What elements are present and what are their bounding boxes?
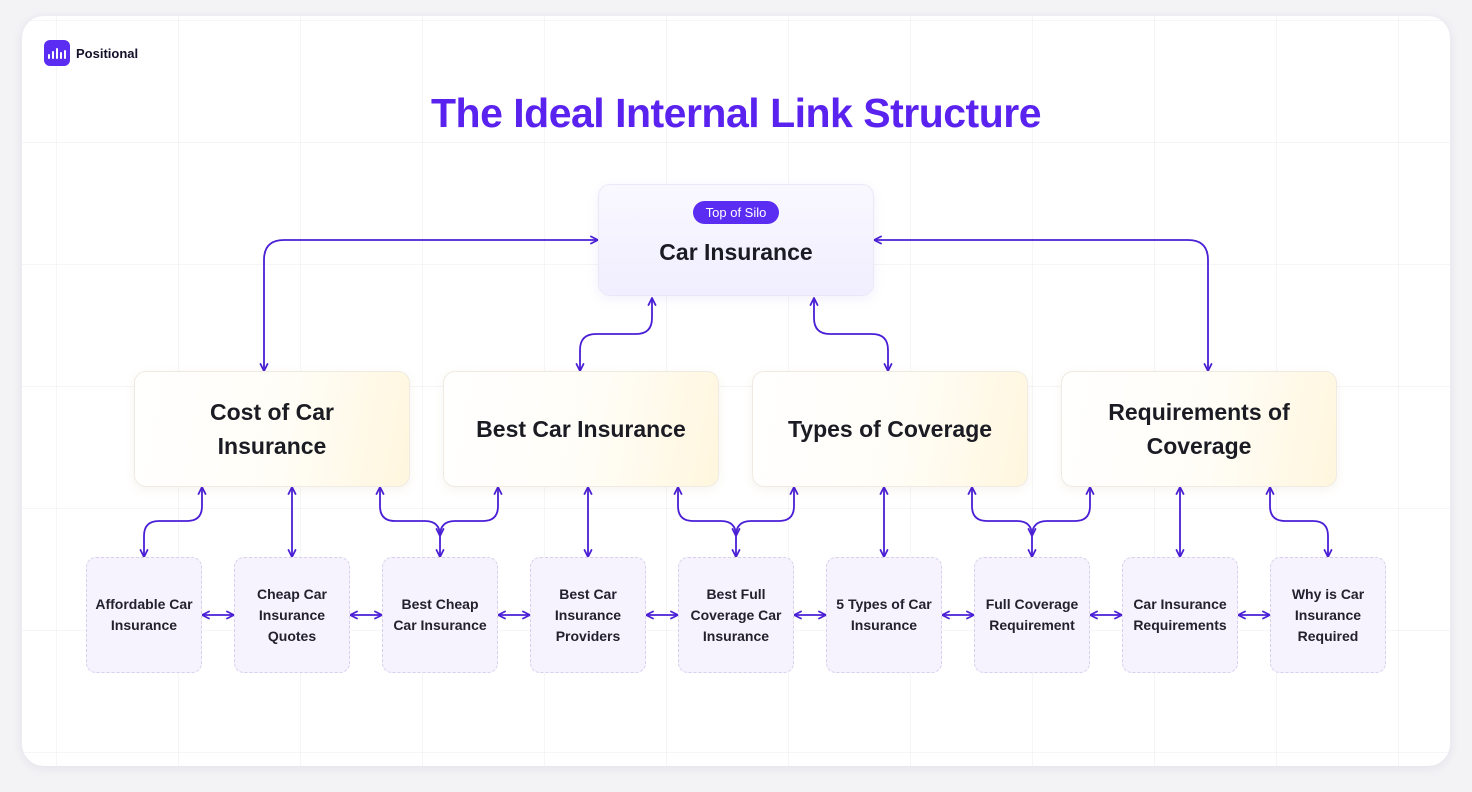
arrow-requirements-to-why <box>1265 486 1333 558</box>
category-node-types: Types of Coverage <box>752 371 1028 487</box>
page-node: Affordable Car Insurance <box>86 557 202 673</box>
brand: Positional <box>44 40 138 66</box>
page-node: 5 Types of Car Insurance <box>826 557 942 673</box>
arrow-best-to-full-coverage <box>673 486 741 558</box>
page-node: Full Coverage Requirement <box>974 557 1090 673</box>
arrow-best-to-best-cheap <box>435 486 503 537</box>
arrow-top-to-requirements <box>873 235 1213 372</box>
infographic-card: Positional The Ideal Internal Link Struc… <box>22 16 1450 766</box>
page-node: Best Full Coverage Car Insurance <box>678 557 794 673</box>
category-node-requirements: Requirements of Coverage <box>1061 371 1337 487</box>
page-node: Best Car Insurance Providers <box>530 557 646 673</box>
category-node-cost: Cost of Car Insurance <box>134 371 410 487</box>
page-node: Why is Car Insurance Required <box>1270 557 1386 673</box>
top-of-silo-badge: Top of Silo <box>692 201 780 224</box>
arrow-cost-to-best-cheap <box>375 486 445 558</box>
page-title: The Ideal Internal Link Structure <box>430 90 1042 136</box>
arrow-requirements-to-requirement <box>1027 486 1095 537</box>
arrow-top-to-cost <box>259 235 599 372</box>
category-node-best: Best Car Insurance <box>443 371 719 487</box>
arrow-top-to-types <box>809 297 893 372</box>
page-node: Car Insurance Requirements <box>1122 557 1238 673</box>
arrow-types-to-full-coverage <box>731 486 799 537</box>
top-node-label: Car Insurance <box>659 239 813 265</box>
positional-logo-icon <box>44 40 70 66</box>
arrow-types-to-requirement <box>967 486 1037 558</box>
top-of-silo-node: Top of Silo Car Insurance <box>598 184 874 296</box>
page-node: Cheap Car Insurance Quotes <box>234 557 350 673</box>
brand-name: Positional <box>76 45 139 61</box>
arrow-top-to-best <box>575 297 657 372</box>
page-node: Best Cheap Car Insurance <box>382 557 498 673</box>
arrow-cost-to-affordable <box>139 486 207 558</box>
link-arrows <box>139 235 1333 620</box>
